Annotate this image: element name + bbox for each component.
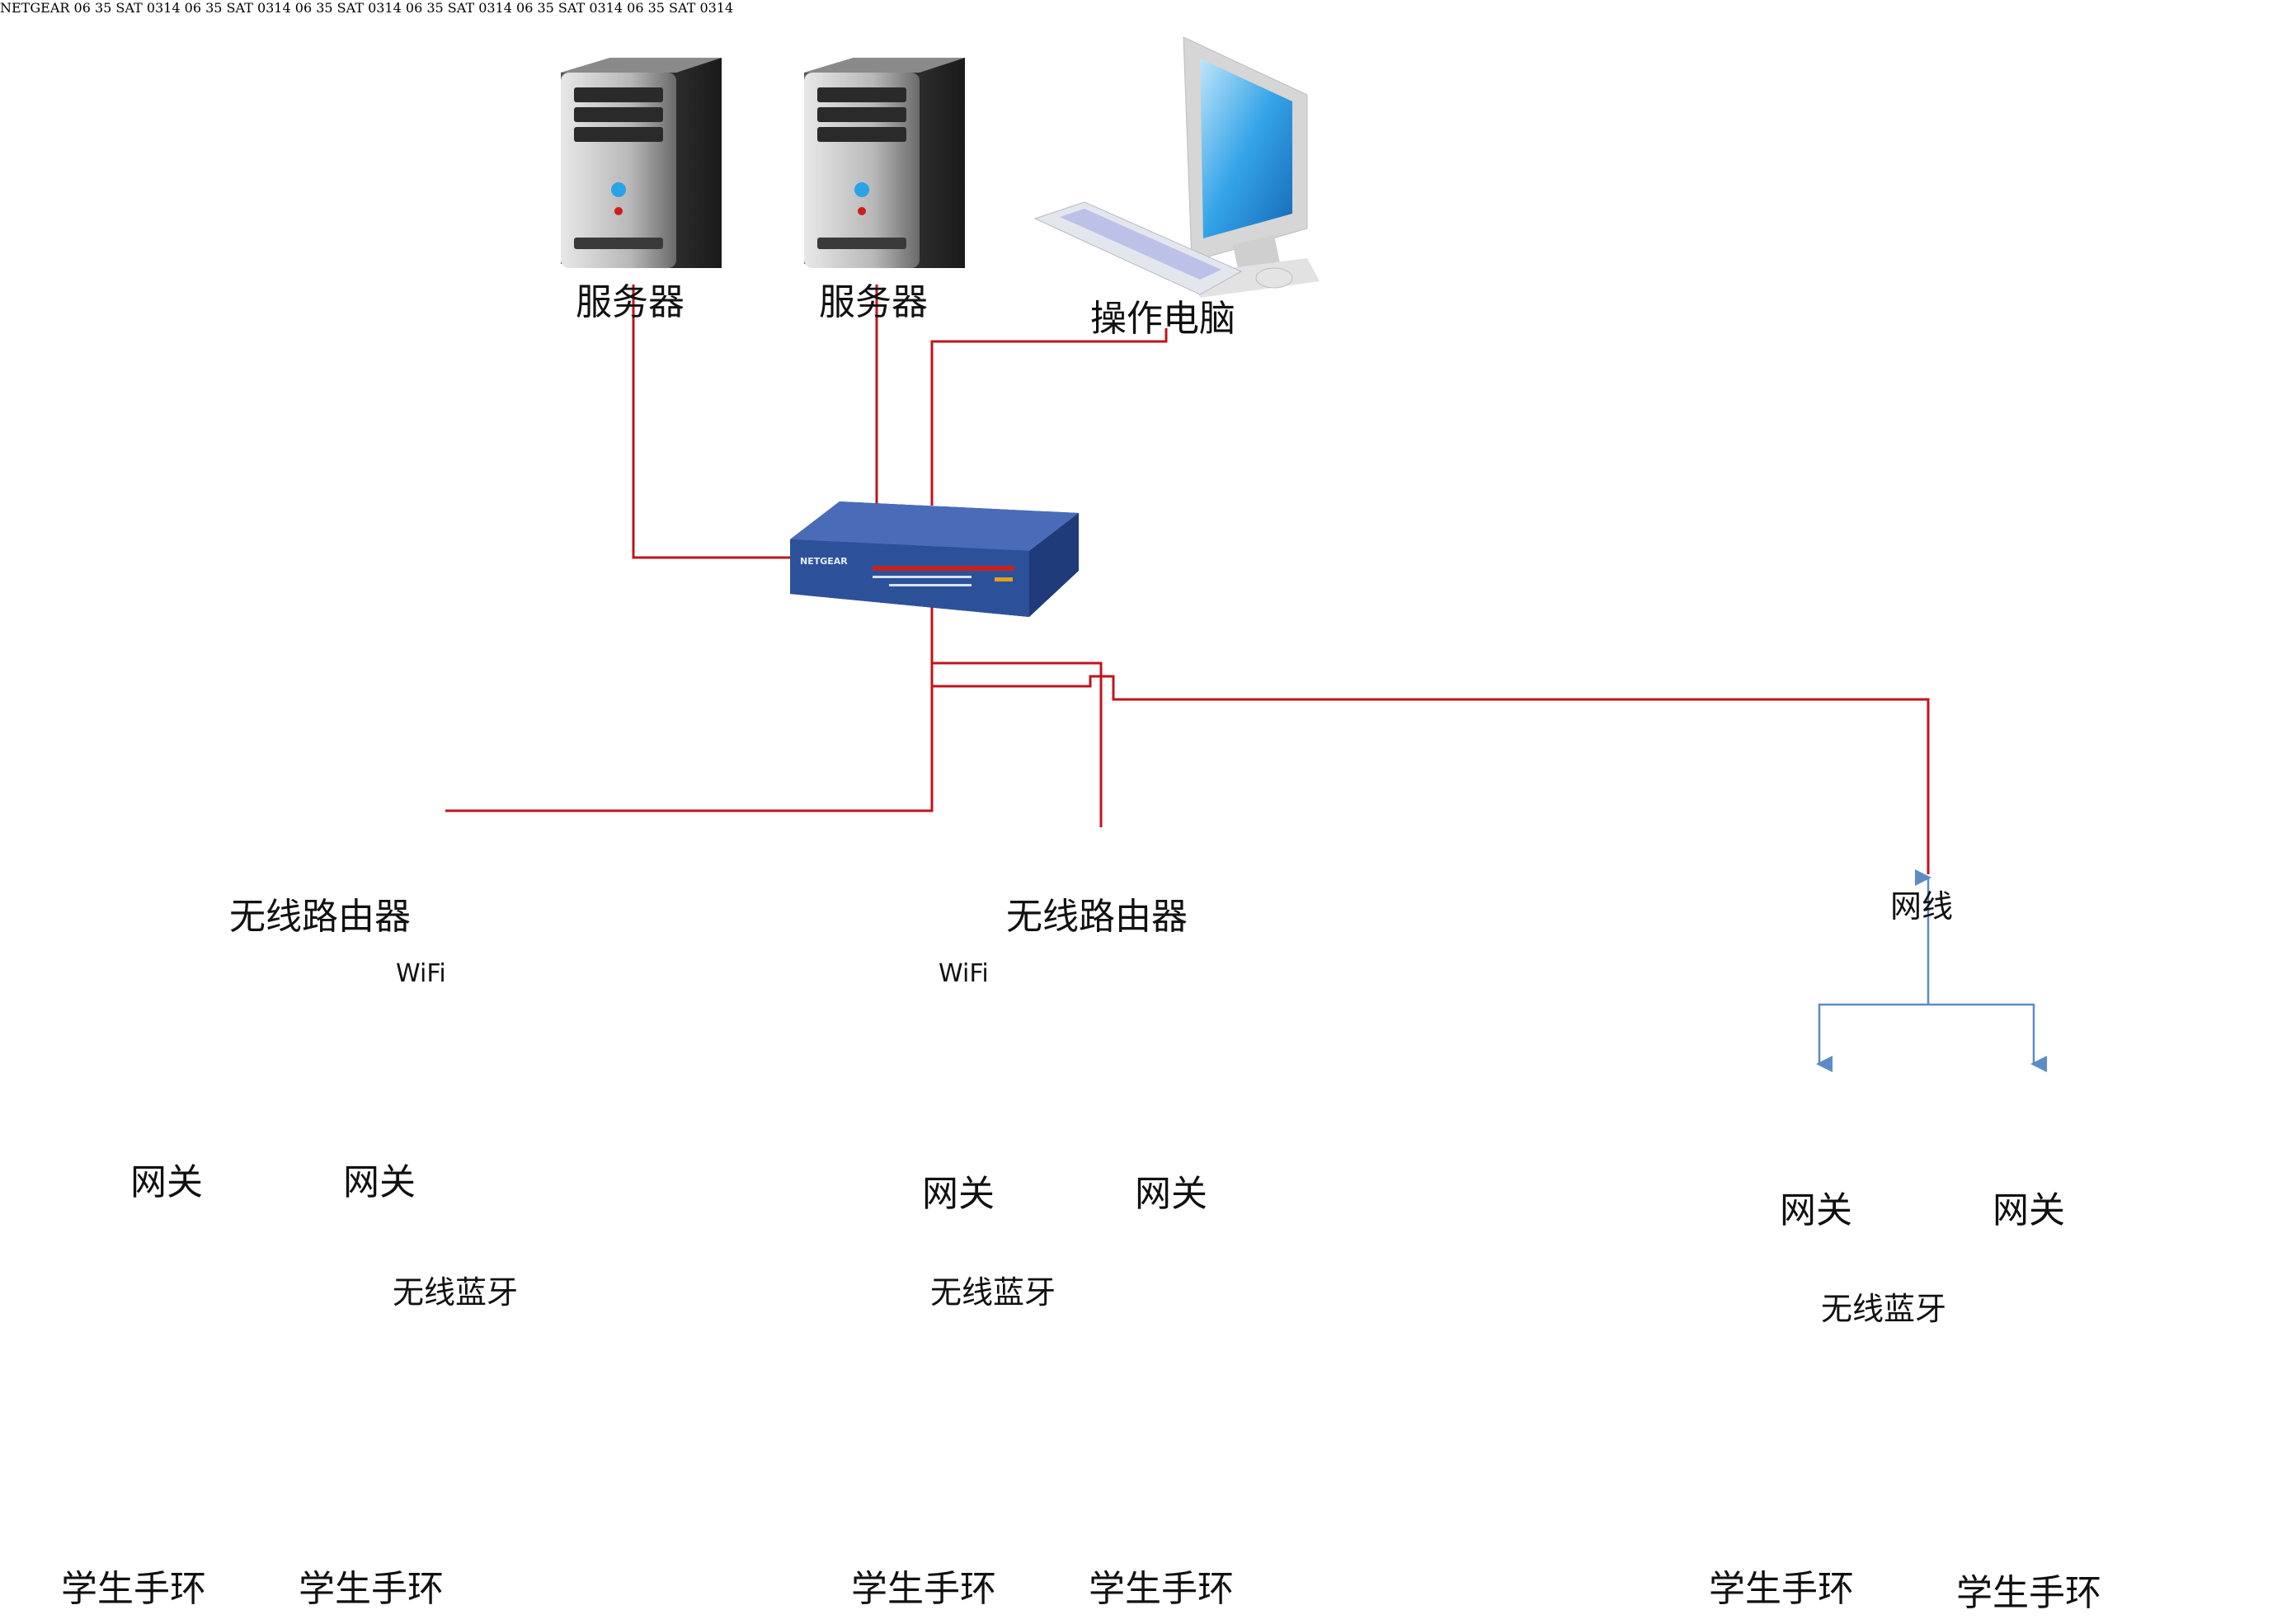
server-label: 服务器 <box>576 281 685 323</box>
server-label: 服务器 <box>819 281 928 323</box>
desktop-computer-icon <box>1033 36 1320 298</box>
fitness-band-icon: 06 35 SAT 0314 <box>185 0 295 16</box>
bluetooth-label: 无线蓝牙 <box>1821 1291 1947 1327</box>
wifi-bolt-icon: 06 35 SAT 0314 06 35 SAT 0314 06 35 SAT … <box>61 0 2101 1612</box>
wire-switch-access <box>932 675 1930 874</box>
band-date: SAT 0314 <box>336 0 402 16</box>
wifi-label: WiFi <box>939 959 989 988</box>
band-minute: 35 <box>426 0 444 16</box>
band-date: SAT 0314 <box>558 0 623 16</box>
band-date: SAT 0314 <box>447 0 512 16</box>
fitness-band-icon: 06 35 SAT 0314 <box>295 0 406 16</box>
band-label: 学生手环 <box>299 1568 444 1610</box>
pc-label: 操作电脑 <box>1090 298 1235 340</box>
link-access-gw6 <box>1928 1003 2047 1072</box>
wire-pc-switch <box>930 328 1168 506</box>
server-tower-icon <box>561 58 722 268</box>
band-minute: 35 <box>94 0 112 16</box>
gateway-icon: 06 35 SAT 0314 06 35 SAT 0314 06 35 SAT … <box>61 0 2101 1612</box>
ethernet-wires <box>445 285 1930 874</box>
gateway-label: 网关 <box>1135 1173 1207 1215</box>
fitness-band-icon: 06 35 SAT 0314 <box>516 0 627 16</box>
band-hour: 06 <box>627 0 644 16</box>
band-label: 学生手环 <box>61 1568 206 1610</box>
band-minute: 35 <box>316 0 333 16</box>
band-minute: 35 <box>647 0 665 16</box>
router-label: 无线路由器 <box>229 896 411 938</box>
gateway-label: 网关 <box>1780 1189 1852 1231</box>
gateway-label: 网关 <box>922 1173 995 1215</box>
gateway-label: 网关 <box>130 1161 203 1203</box>
fitness-band-icon: 06 35 SAT 0314 <box>74 0 185 16</box>
wireless-router-icon: NETGEAR 06 35 SAT 0314 06 35 SAT 0314 <box>0 0 2101 1612</box>
band-label: 学生手环 <box>851 1568 996 1610</box>
router-label: 无线路由器 <box>1006 896 1188 938</box>
gateway-label: 网关 <box>343 1161 416 1203</box>
wifi-bolt-icon: 06 35 SAT 0314 06 35 SAT 0314 06 35 SAT … <box>61 0 2101 1612</box>
bluetooth-bolt-icon: 06 35 SAT 0314 06 35 SAT 0314 06 35 SAT … <box>61 0 2101 1612</box>
bluetooth-label: 无线蓝牙 <box>393 1274 519 1311</box>
band-hour: 06 <box>405 0 423 16</box>
wire-server1-switch <box>632 285 797 559</box>
band-hour: 06 <box>184 0 201 16</box>
band-date: SAT 0314 <box>669 0 734 16</box>
band-minute: 35 <box>537 0 554 16</box>
band-date: SAT 0314 <box>115 0 181 16</box>
svg-text:NETGEAR: NETGEAR <box>800 556 848 567</box>
access-switch-links <box>1816 869 2047 1072</box>
network-switch-icon: NETGEAR <box>0 0 70 16</box>
bluetooth-bolt-icon: 06 35 SAT 0314 06 35 SAT 0314 06 35 SAT … <box>61 0 2101 1612</box>
band-hour: 06 <box>294 0 313 16</box>
server-tower-icon <box>804 58 965 268</box>
band-minute: 35 <box>205 0 223 16</box>
bluetooth-label: 无线蓝牙 <box>930 1274 1056 1311</box>
link-access-gw5 <box>1816 1003 1928 1072</box>
gateway-icon: 06 35 SAT 0314 06 35 SAT 0314 06 35 SAT … <box>61 0 2101 1612</box>
gateway-icon: 06 35 SAT 0314 06 35 SAT 0314 06 35 SAT … <box>61 0 2101 1612</box>
bluetooth-bolt-icon: 06 35 SAT 0314 06 35 SAT 0314 06 35 SAT … <box>61 0 2101 1612</box>
bluetooth-bolt-icon: 06 35 SAT 0314 06 35 SAT 0314 06 35 SAT … <box>61 0 2101 1612</box>
cable-label: 网线 <box>1890 888 1954 925</box>
wifi-bolt-icon: 06 35 SAT 0314 06 35 SAT 0314 06 35 SAT … <box>61 0 2101 1612</box>
wifi-label: WiFi <box>396 959 446 988</box>
fitness-band-icon: 06 35 SAT 0314 <box>406 0 516 16</box>
wireless-router-icon: NETGEAR 06 35 SAT 0314 06 35 SAT 0314 <box>0 0 2101 1612</box>
band-label: 学生手环 <box>1709 1568 1854 1610</box>
gateway-label: 网关 <box>1993 1189 2065 1231</box>
network-switch-icon: NETGEAR <box>790 501 1079 617</box>
bluetooth-bolt-icon: 06 35 SAT 0314 06 35 SAT 0314 06 35 SAT … <box>61 0 2101 1612</box>
band-hour: 06 <box>516 0 534 16</box>
gateway-icon: 06 35 SAT 0314 06 35 SAT 0314 06 35 SAT … <box>61 0 2101 1612</box>
gateway-icon: 06 35 SAT 0314 06 35 SAT 0314 06 35 SAT … <box>61 0 2101 1612</box>
band-hour: 06 <box>73 0 91 16</box>
fitness-band-icon: 06 35 SAT 0314 <box>627 0 733 16</box>
gateway-icon: 06 35 SAT 0314 06 35 SAT 0314 06 35 SAT … <box>61 0 2101 1612</box>
band-date: SAT 0314 <box>226 0 291 16</box>
bluetooth-bolt-icon: 06 35 SAT 0314 06 35 SAT 0314 06 35 SAT … <box>61 0 2101 1612</box>
band-label: 学生手环 <box>1089 1568 1234 1610</box>
band-label: 学生手环 <box>1956 1572 2101 1614</box>
wire-switch-router1 <box>445 594 934 812</box>
wire-switch-router2 <box>932 661 1103 827</box>
